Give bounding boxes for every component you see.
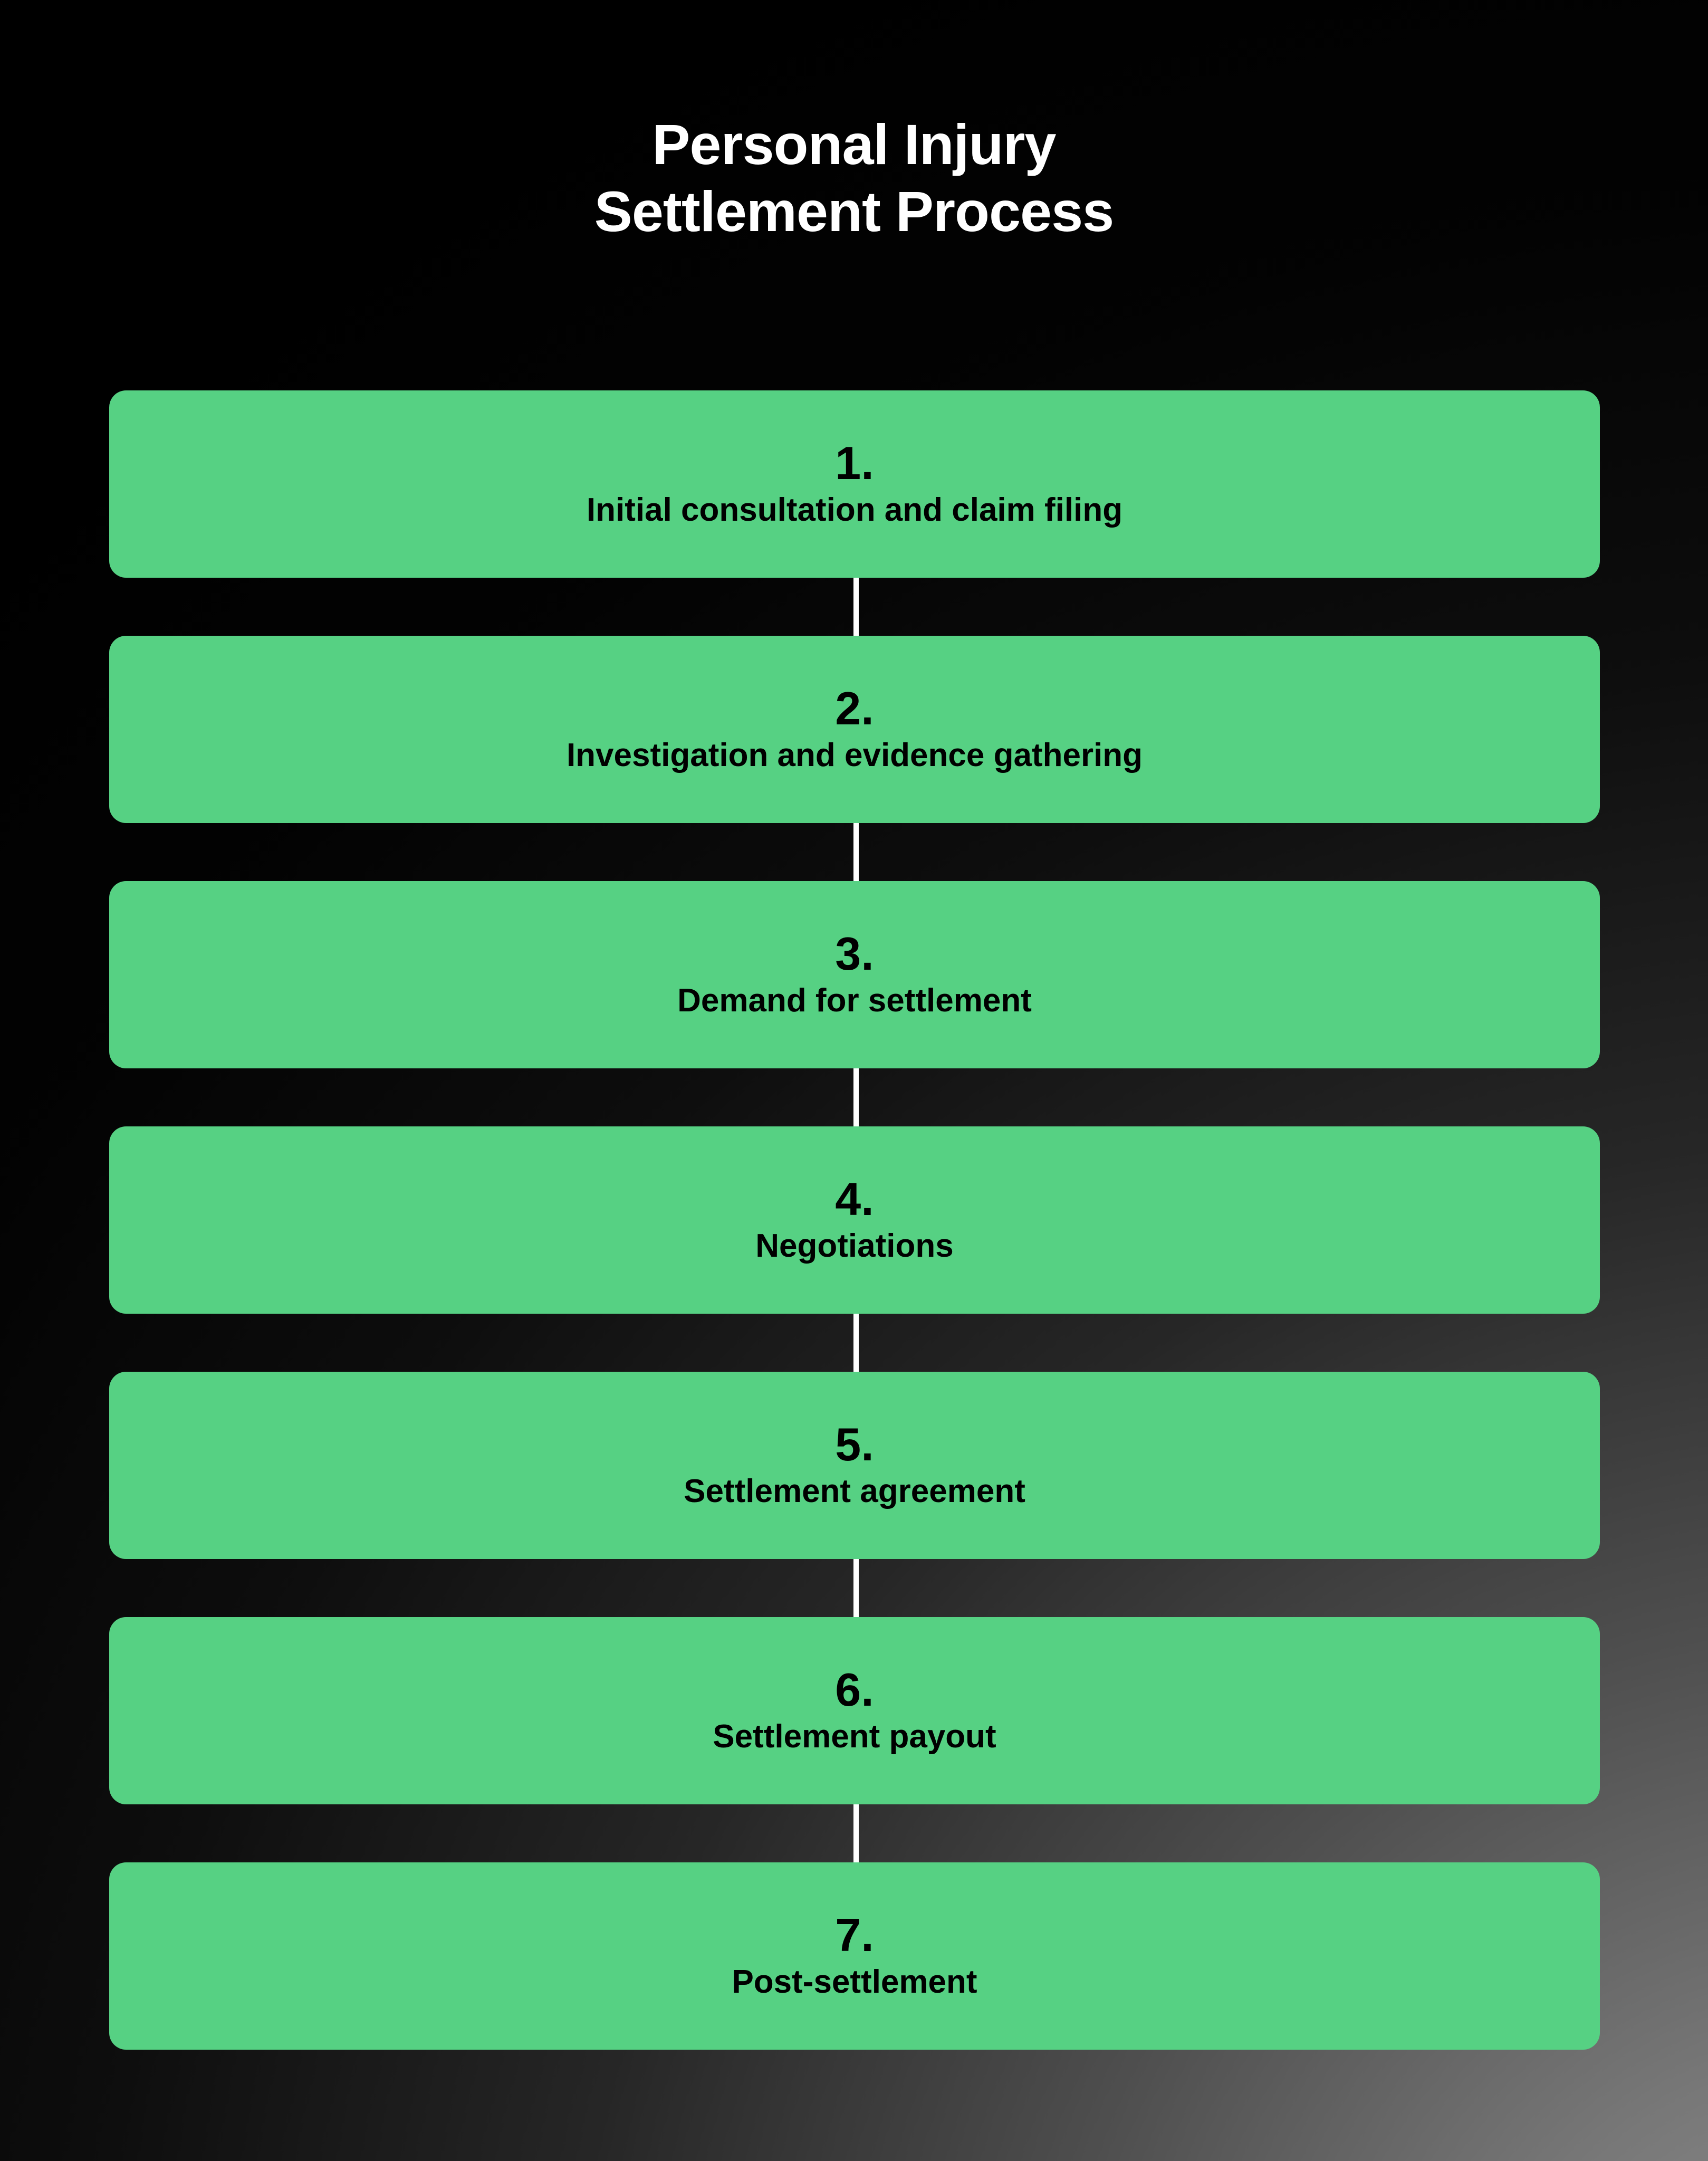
step-number-5: 5. (835, 1418, 874, 1471)
step-number-7: 7. (835, 1909, 874, 1962)
step-label-5: Settlement agreement (684, 1473, 1025, 1510)
step-label-2: Investigation and evidence gathering (566, 737, 1143, 774)
step-box-5[interactable]: 5. Settlement agreement (109, 1372, 1600, 1559)
step-number-1: 1. (835, 437, 874, 490)
step-box-1[interactable]: 1. Initial consultation and claim filing (109, 390, 1600, 578)
connector-line-4-5 (853, 1314, 859, 1372)
connector-line-3-4 (853, 1068, 859, 1126)
step-wrap-5: 5. Settlement agreement (109, 1372, 1600, 1559)
connector-line-6-7 (853, 1804, 859, 1862)
connector-line-1-2 (853, 578, 859, 636)
step-number-3: 3. (835, 927, 874, 980)
connector-line-2-3 (853, 823, 859, 881)
step-gap-1-2 (109, 578, 1600, 636)
step-label-3: Demand for settlement (677, 982, 1032, 1019)
step-wrap-2: 2. Investigation and evidence gathering (109, 636, 1600, 823)
step-gap-4-5 (109, 1314, 1600, 1372)
step-box-3[interactable]: 3. Demand for settlement (109, 881, 1600, 1068)
step-label-6: Settlement payout (713, 1718, 996, 1755)
step-box-7[interactable]: 7. Post-settlement (109, 1862, 1600, 2050)
page-title: Personal Injury Settlement Process (0, 111, 1708, 245)
step-label-7: Post-settlement (732, 1964, 977, 2001)
step-number-4: 4. (835, 1173, 874, 1226)
step-gap-2-3 (109, 823, 1600, 881)
step-gap-3-4 (109, 1068, 1600, 1126)
step-gap-5-6 (109, 1559, 1600, 1617)
step-wrap-4: 4. Negotiations (109, 1126, 1600, 1314)
step-box-2[interactable]: 2. Investigation and evidence gathering (109, 636, 1600, 823)
step-number-6: 6. (835, 1663, 874, 1716)
step-wrap-7: 7. Post-settlement (109, 1862, 1600, 2050)
step-box-4[interactable]: 4. Negotiations (109, 1126, 1600, 1314)
step-label-1: Initial consultation and claim filing (586, 492, 1123, 529)
title-line-2: Settlement Process (594, 179, 1114, 244)
connector-line-5-6 (853, 1559, 859, 1617)
step-number-2: 2. (835, 682, 874, 735)
step-wrap-3: 3. Demand for settlement (109, 881, 1600, 1068)
title-line-1: Personal Injury (652, 112, 1056, 176)
step-label-4: Negotiations (755, 1228, 954, 1265)
step-box-6[interactable]: 6. Settlement payout (109, 1617, 1600, 1804)
step-wrap-1: 1. Initial consultation and claim filing (109, 390, 1600, 578)
step-gap-6-7 (109, 1804, 1600, 1862)
process-steps-list: 1. Initial consultation and claim filing… (109, 390, 1600, 2050)
step-wrap-6: 6. Settlement payout (109, 1617, 1600, 1804)
